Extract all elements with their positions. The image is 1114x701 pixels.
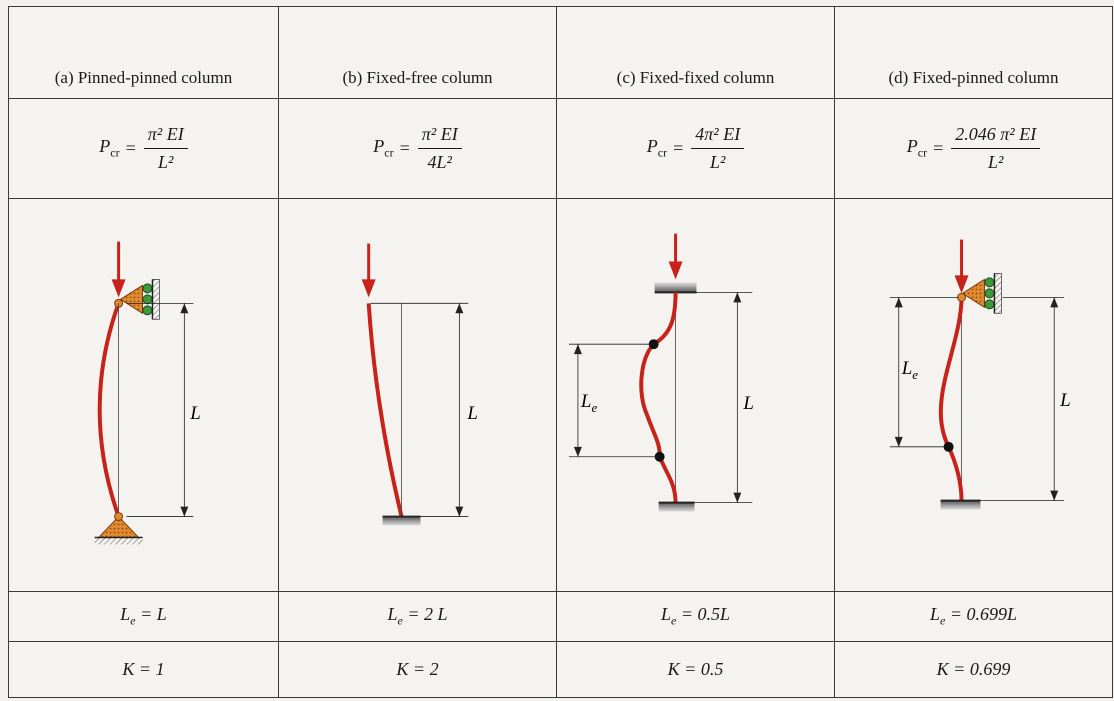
fixed-fixed-diagram: Le L	[568, 233, 754, 512]
fixed-top-icon	[654, 282, 697, 294]
formula-denominator-a: L²	[158, 152, 174, 172]
formula-numerator-b: π² EI	[417, 124, 462, 149]
downward-load-arrow-icon	[361, 243, 376, 298]
buckled-column	[938, 297, 964, 501]
title-row: (a) Pinned-pinned column (b) Fixed-free …	[8, 6, 1113, 99]
buckling-table: (a) Pinned-pinned column (b) Fixed-free …	[8, 6, 1113, 698]
fixed-free-diagram: L	[361, 243, 478, 526]
formula-denominator-d: L²	[988, 152, 1004, 172]
formula-cell-c: Pcr = 4π² EI L²	[556, 98, 835, 199]
downward-load-arrow-icon	[668, 233, 683, 280]
diagram-cell-c: Le L	[556, 198, 835, 592]
length-label: L	[189, 403, 201, 424]
fixed-base-icon	[382, 515, 421, 526]
effective-length-label: Le	[901, 358, 919, 382]
diagram-cell-b: L	[278, 198, 557, 592]
pin-support-icon	[119, 284, 144, 315]
formula-cell-d: Pcr = 2.046 π² EI L²	[834, 98, 1113, 199]
formula-fraction-b: π² EI 4L²	[417, 124, 462, 173]
effective-length-dimension	[568, 343, 658, 458]
formula-denominator-b: 4L²	[427, 152, 452, 172]
pinned-pinned-diagram: L	[94, 241, 201, 545]
effective-length-row: Le = L Le = 2 L Le = 0.5L Le = 0.699L	[8, 591, 1113, 642]
k-factor-d: K = 0.699	[936, 659, 1011, 679]
length-dimension	[694, 291, 753, 504]
pin-support-icon	[961, 278, 985, 309]
roller-support-icon	[984, 273, 1002, 314]
critical-load-formula-a: Pcr = π² EI L²	[99, 124, 188, 173]
formula-denominator-c: L²	[710, 152, 726, 172]
formula-numerator-a: π² EI	[143, 124, 188, 149]
length-dimension	[980, 296, 1065, 502]
k-factor-c: K = 0.5	[667, 659, 724, 679]
diagram-cell-d: Le L	[834, 198, 1113, 592]
buckled-column	[97, 302, 121, 518]
effective-length-cell-b: Le = 2 L	[278, 591, 557, 642]
length-label: L	[742, 393, 754, 414]
downward-load-arrow-icon	[111, 241, 126, 298]
diagram-cell-a: L	[8, 198, 279, 592]
k-factor-cell-c: K = 0.5	[556, 641, 835, 698]
buckled-column	[639, 292, 678, 503]
inflection-point-icon	[654, 451, 665, 462]
length-label: L	[466, 403, 478, 424]
effective-length-d: Le = 0.699L	[929, 604, 1017, 628]
k-factor-cell-b: K = 2	[278, 641, 557, 698]
fixed-pinned-diagram: Le L	[889, 239, 1071, 510]
length-dimension	[126, 302, 194, 517]
fixed-base-icon	[940, 499, 981, 510]
length-dimension	[370, 302, 469, 517]
critical-load-formula-b: Pcr = π² EI 4L²	[373, 124, 462, 173]
title-cell-b: (b) Fixed-free column	[278, 6, 557, 99]
diagram-row: L	[8, 198, 1113, 592]
column-title-a: (a) Pinned-pinned column	[54, 67, 233, 87]
critical-load-formula-c: Pcr = 4π² EI L²	[647, 124, 745, 173]
effective-length-cell-c: Le = 0.5L	[556, 591, 835, 642]
pin-joint-icon	[957, 292, 967, 302]
k-factor-row: K = 1 K = 2 K = 0.5 K = 0.699	[8, 641, 1113, 698]
downward-load-arrow-icon	[954, 239, 969, 294]
k-factor-cell-a: K = 1	[8, 641, 279, 698]
fixed-base-icon	[658, 501, 695, 512]
formula-cell-a: Pcr = π² EI L²	[8, 98, 279, 199]
length-label: L	[1059, 390, 1071, 411]
effective-length-a: Le = L	[120, 604, 167, 628]
formula-numerator-d: 2.046 π² EI	[951, 124, 1041, 149]
critical-load-formula-d: Pcr = 2.046 π² EI L²	[907, 124, 1041, 173]
column-title-b: (b) Fixed-free column	[342, 67, 493, 87]
formula-fraction-a: π² EI L²	[143, 124, 188, 173]
effective-length-cell-a: Le = L	[8, 591, 279, 642]
inflection-point-icon	[943, 441, 954, 452]
title-cell-a: (a) Pinned-pinned column	[8, 6, 279, 99]
effective-length-cell-d: Le = 0.699L	[834, 591, 1113, 642]
pin-support-bottom-icon	[94, 512, 143, 545]
column-title-d: (d) Fixed-pinned column	[888, 67, 1059, 87]
effective-length-label: Le	[580, 391, 598, 415]
effective-length-dimension	[889, 296, 959, 448]
formula-cell-b: Pcr = π² EI 4L²	[278, 98, 557, 199]
title-cell-c: (c) Fixed-fixed column	[556, 6, 835, 99]
buckled-column	[366, 303, 404, 518]
formula-fraction-d: 2.046 π² EI L²	[951, 124, 1041, 173]
k-factor-cell-d: K = 0.699	[834, 641, 1113, 698]
formula-row: Pcr = π² EI L² Pcr = π² EI 4L² Pcr =	[8, 98, 1113, 199]
formula-numerator-c: 4π² EI	[691, 124, 745, 149]
formula-fraction-c: 4π² EI L²	[691, 124, 745, 173]
inflection-point-icon	[648, 339, 659, 350]
roller-support-icon	[142, 279, 160, 320]
title-cell-d: (d) Fixed-pinned column	[834, 6, 1113, 99]
effective-length-b: Le = 2 L	[387, 604, 448, 628]
k-factor-b: K = 2	[396, 659, 439, 679]
column-title-c: (c) Fixed-fixed column	[616, 67, 775, 87]
effective-length-c: Le = 0.5L	[660, 604, 730, 628]
k-factor-a: K = 1	[122, 659, 165, 679]
